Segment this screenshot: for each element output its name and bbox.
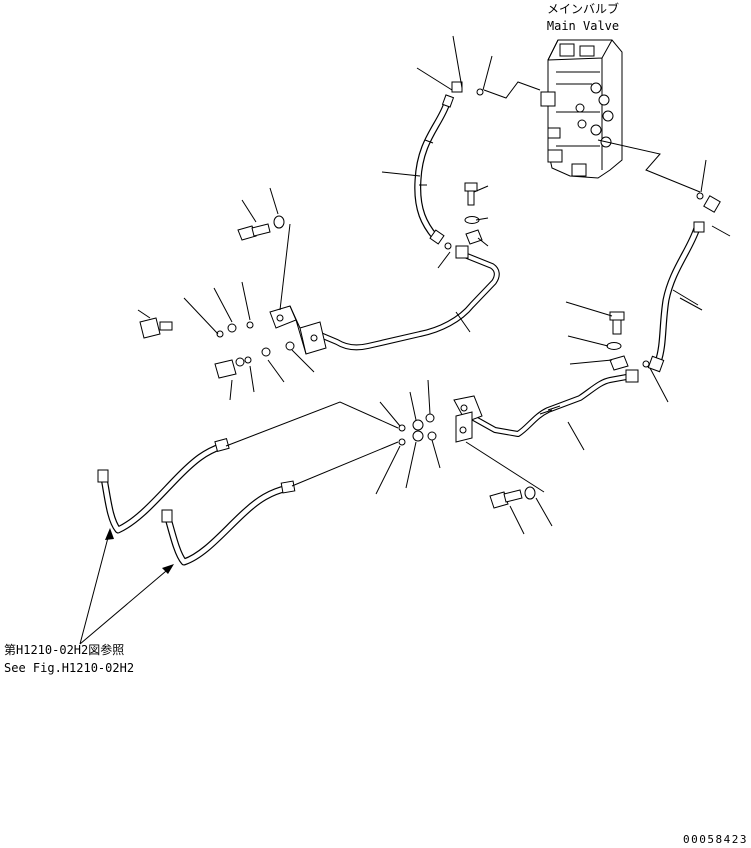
leader-lines — [137, 35, 731, 535]
middle-junction-block — [453, 395, 483, 443]
hardware — [139, 88, 704, 509]
left-junction-block — [269, 305, 327, 355]
main-valve-label-jp: メインバルブ — [547, 1, 619, 16]
drawing-number: 00058423 — [683, 833, 748, 846]
lower-hose-1 — [97, 438, 230, 534]
lower-hose-2 — [161, 480, 296, 566]
reference-note-jp: 第H1210-02H2図参照 — [4, 642, 124, 657]
lower-right-pipe — [467, 369, 639, 437]
right-hose — [647, 195, 721, 373]
reference-note-en: See Fig.H1210-02H2 — [4, 661, 134, 675]
reference-arrows — [79, 528, 174, 645]
upper-pipe — [315, 245, 500, 351]
main-valve-label-en: Main Valve — [547, 19, 619, 33]
upper-hose — [414, 81, 463, 245]
main-valve — [540, 39, 623, 179]
